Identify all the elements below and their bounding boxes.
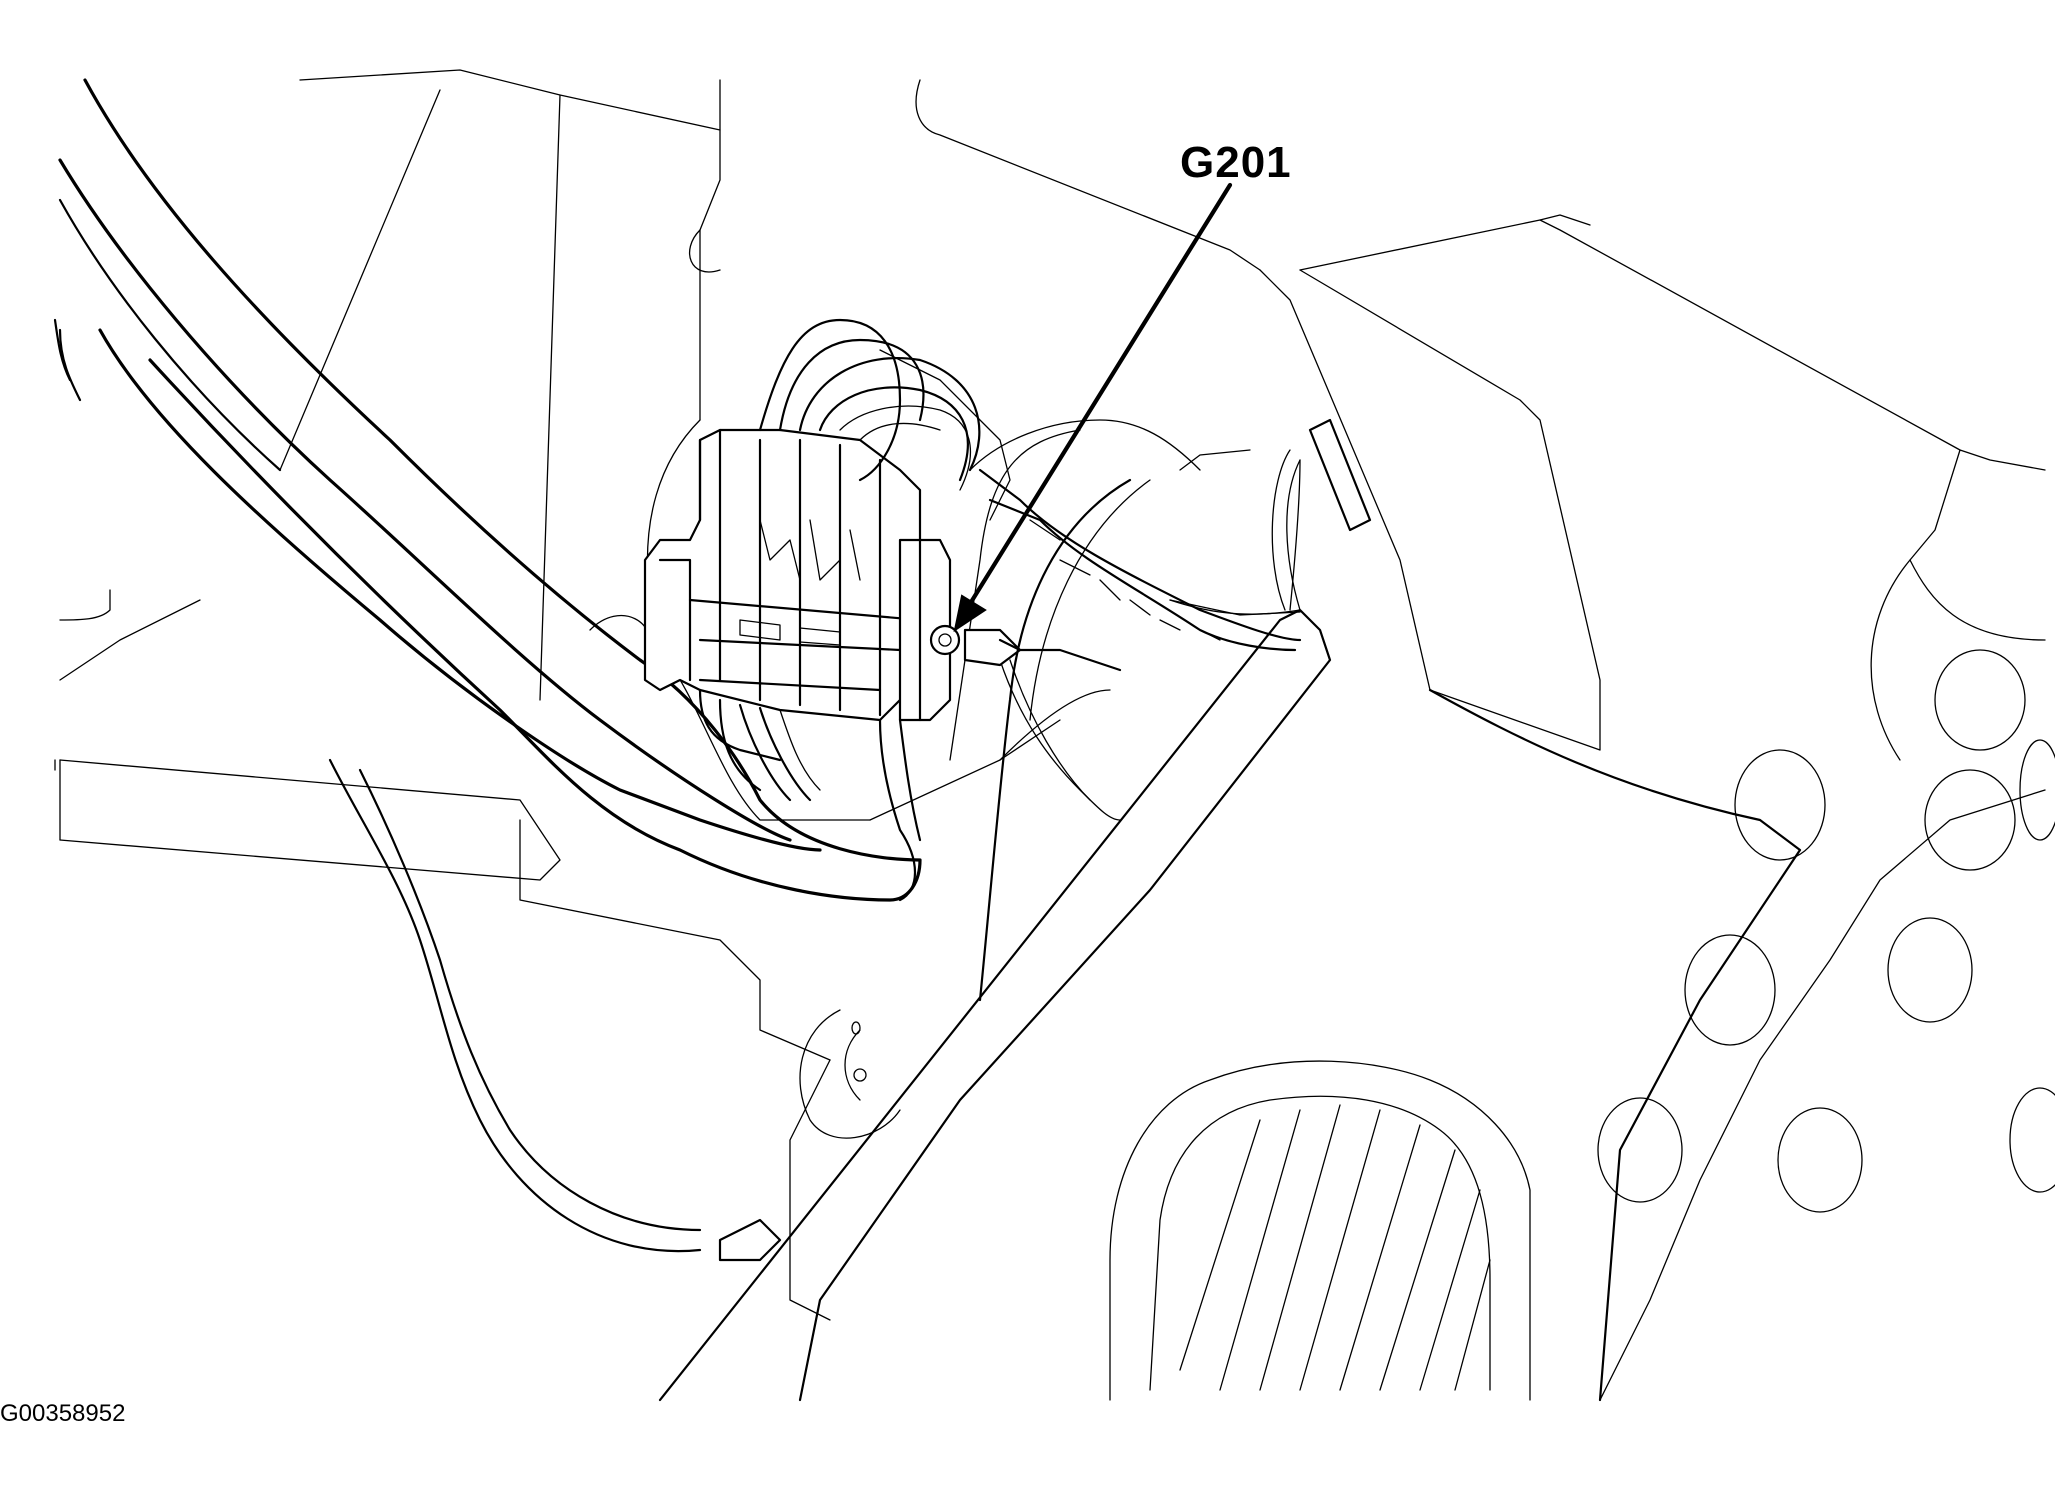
ground-wire xyxy=(328,478,1151,1262)
main-harness xyxy=(53,78,922,902)
mount-boss xyxy=(799,1009,901,1139)
panel-holes xyxy=(1597,649,2055,1213)
callout-arrow xyxy=(953,182,1233,633)
multi-pin-connector xyxy=(643,428,952,722)
foreground-panel xyxy=(658,608,2046,1402)
lower-wires xyxy=(698,659,1121,902)
right-bracket xyxy=(1169,418,1372,616)
wire-loops xyxy=(758,318,1302,652)
ground-point-label: G201 xyxy=(1180,138,1292,187)
ground-strap xyxy=(929,624,1122,672)
figure-id: G00358952 xyxy=(0,1400,126,1427)
panel-outlines xyxy=(59,69,2046,1321)
